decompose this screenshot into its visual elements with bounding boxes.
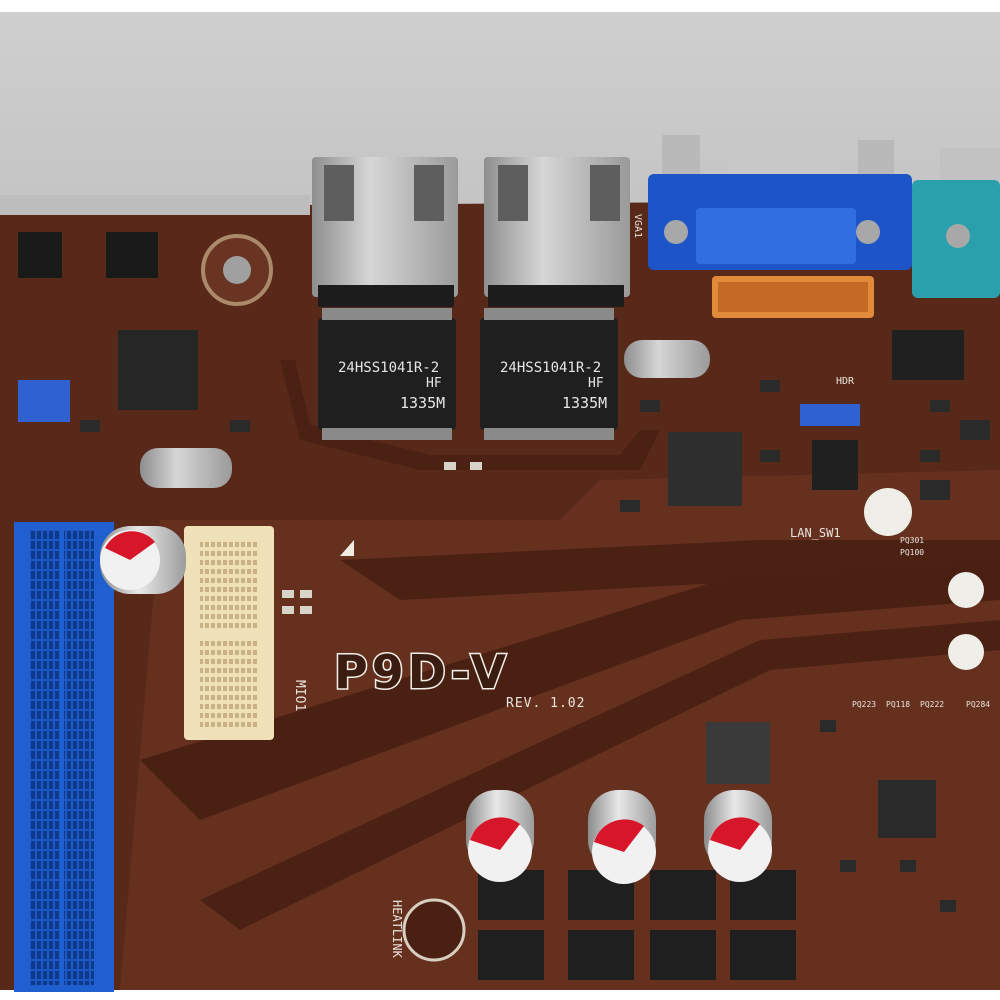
pcb-trace-band [340,540,1000,600]
lan-transformer-chip-2 [480,308,618,440]
header-label: HDR [836,376,855,387]
ref-label: PQ301 [900,536,925,545]
ic-chip [18,232,62,278]
capacitor [588,790,656,884]
ref-label: PQ100 [900,548,925,557]
mio-slot [184,526,274,740]
mosfet [650,930,716,980]
jumper [18,380,70,422]
pcb-trace-band [140,560,1000,820]
board-model-label: P9D-V [332,644,511,701]
controller-chip [118,330,198,410]
vga-label: VGA1 [632,214,643,239]
mosfet [568,930,634,980]
mosfet [650,870,716,920]
ref-label: PQ222 [920,700,945,709]
lan-switch-label: LAN_SW1 [790,526,841,540]
chip-2-date: 1335M [562,394,608,412]
ref-label: PQ118 [886,700,911,709]
controller-chip [668,432,742,506]
led [864,488,912,536]
chip-1-date: 1335M [400,394,446,412]
chip-2-part: 24HSS1041R-2 [500,360,602,376]
pcb-trace-band [280,360,660,470]
ic-chip [812,440,858,490]
mio-label: MIO1 [292,680,307,712]
capacitor [704,790,772,882]
mounting-hole [402,898,466,962]
mosfet [478,930,544,980]
pcb-trace-band [200,620,1000,930]
logo-badge [948,572,984,608]
smd-components [80,380,990,912]
crystal-oscillator [140,448,232,488]
lan-port-2 [484,157,630,307]
inductor [706,722,770,784]
io-shield [0,195,310,215]
ic-chip [892,330,964,380]
pin-header [712,276,874,318]
ic-chip [106,232,158,278]
mosfet [730,930,796,980]
silkscreen-arrow [340,540,354,556]
lan-transformer-chip-1 [318,308,456,440]
serial-port [912,148,1000,298]
smd-pads [282,462,482,614]
lan-port-1 [312,157,458,307]
chip-1-part: 24HSS1041R-2 [338,360,440,376]
jumper [800,404,860,426]
ref-label: PQ223 [852,700,877,709]
chip-1-suffix: HF [426,376,442,391]
controller-chip [878,780,936,838]
revision-label: REV. 1.02 [506,696,586,711]
ref-label: PQ284 [966,700,991,709]
capacitor [466,790,534,882]
chip-2-suffix: HF [588,376,604,391]
pcie-slot [14,522,114,992]
heatlink-label: HEATLINK [390,900,404,958]
crystal-oscillator [624,340,710,378]
capacitor [100,526,186,594]
logo-badge [948,634,984,670]
vga-port [648,132,912,270]
